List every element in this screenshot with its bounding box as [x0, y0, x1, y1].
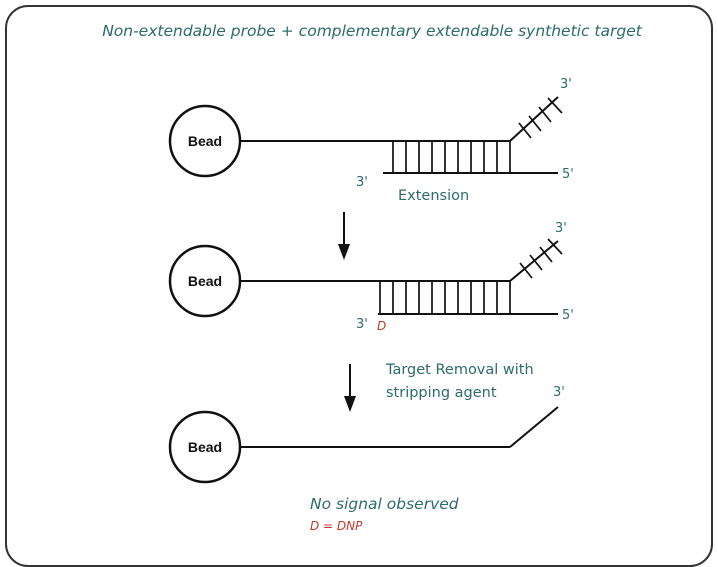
- arrow-down-2: [344, 364, 356, 412]
- probe-three-prime-1: 3': [560, 77, 572, 92]
- bead-1-label: Bead: [188, 133, 222, 149]
- base-pairs-1: [392, 141, 511, 173]
- dnp-legend: D = DNP: [310, 519, 363, 533]
- target-three-prime-2: 3': [356, 317, 368, 332]
- base-pairs-2: [379, 281, 511, 314]
- panel-3-probe-only: Bead 3': [168, 385, 565, 484]
- panel-1-probe-target-hybrid: Bead 3' 3' 5' Extension: [168, 77, 574, 204]
- extension-label: Extension: [398, 188, 469, 204]
- dnp-marker: D: [377, 319, 386, 333]
- probe-overhang-1: [509, 96, 559, 142]
- panel-2-extended-hybrid: Bead 3' 3' D 5': [168, 221, 574, 333]
- diagram-frame: [5, 5, 713, 567]
- probe-three-prime-3: 3': [553, 385, 565, 400]
- target-five-prime-1: 5': [562, 167, 574, 182]
- target-three-prime-1: 3': [356, 175, 368, 190]
- target-five-prime-2: 5': [562, 308, 574, 323]
- blocked-end-marks-2: [519, 238, 563, 279]
- no-signal-label: No signal observed: [310, 495, 459, 513]
- removal-label-line2: stripping agent: [386, 385, 497, 401]
- diagram-title: Non-extendable probe + complementary ext…: [102, 22, 643, 40]
- bead-3-label: Bead: [188, 439, 222, 455]
- probe-overhang-3: [509, 406, 559, 448]
- blocked-end-marks-1: [518, 97, 563, 139]
- removal-label-line1: Target Removal with: [385, 362, 534, 378]
- probe-three-prime-2: 3': [555, 221, 567, 236]
- arrow-down-1: [338, 212, 350, 260]
- bead-2-label: Bead: [188, 273, 222, 289]
